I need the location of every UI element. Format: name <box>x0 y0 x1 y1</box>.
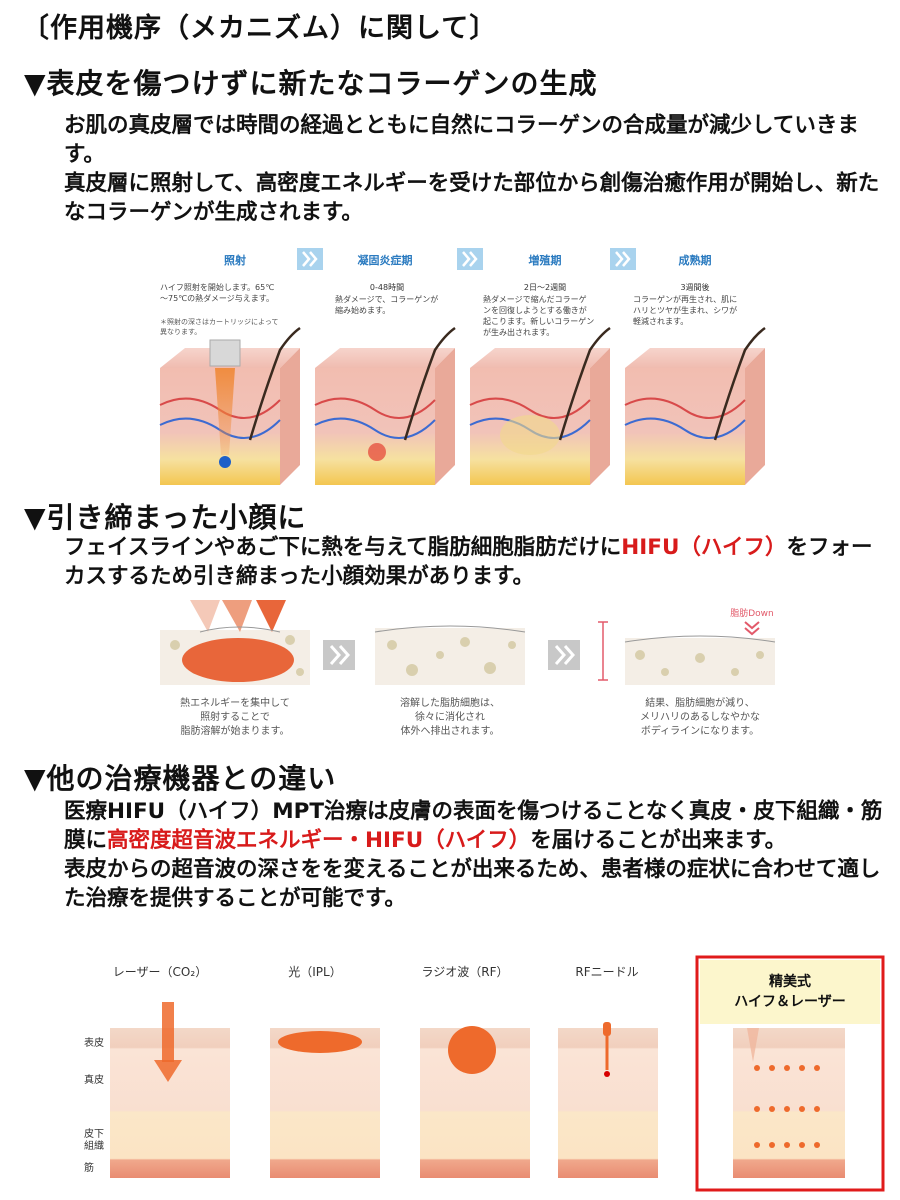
section2-para-b: をフォーカスするため引き締まった小顔効果があります。 <box>64 535 873 589</box>
stage1-note: 異なります。 <box>160 328 201 336</box>
measure-bar <box>598 621 608 681</box>
col-title-ipl: 光（IPL） <box>288 965 341 979</box>
stage4-desc: ハリとツヤが生まれ、シワが <box>633 305 737 315</box>
skin-column-rf <box>420 1026 530 1178</box>
fat-caption-1: 脂肪溶解が始まります。 <box>181 724 290 737</box>
section3-text: 医療HIFU（ハイフ）MPT治療は皮膚の表面を傷つけることなく真皮・皮下組織・筋… <box>64 797 884 913</box>
stage3-time: 2日〜2週間 <box>524 283 566 292</box>
stage2-desc: 縮み始めます。 <box>335 305 390 315</box>
skin-block-irradiation <box>159 326 301 485</box>
skin-block-inflammation <box>314 326 456 485</box>
fat-down-badge: 脂肪Down <box>730 607 774 619</box>
collagen-stage-diagram: 照射 凝固炎症期 増殖期 成熟期 ハイフ照射を開始します。65℃ 〜75℃の熱ダ… <box>159 248 766 485</box>
chevron-right-icon <box>610 248 636 270</box>
fat-caption-3: ボディラインになります。 <box>641 724 759 737</box>
fat-caption-2: 溶解した脂肪細胞は、 <box>400 696 500 709</box>
featured-title-1: 精美式 <box>769 973 811 990</box>
stage3-desc: 起こります。新しいコラーゲン <box>483 316 594 326</box>
section1-para2: 真皮層に照射して、高密度エネルギーを受けた部位から創傷治癒作用が開始し、新たなコ… <box>64 171 880 225</box>
section2-para-a: フェイスラインやあご下に熱を与えて脂肪細胞脂肪だけに <box>64 535 622 560</box>
section1-para1: お肌の真皮層では時間の経過とともに自然にコラーゲンの合成量が減少していきます。 <box>64 113 859 167</box>
skin-column-laser <box>110 1002 230 1178</box>
section2-para-red: HIFU（ハイフ） <box>621 535 787 560</box>
stage-label-1: 照射 <box>224 253 246 267</box>
stage-label-4: 成熟期 <box>679 253 712 267</box>
stage4-time: 3週間後 <box>680 282 709 292</box>
fat-panel-heating <box>160 600 310 685</box>
section3-p2: 表皮からの超音波の深さをを変えることが出来るため、患者様の症状に合わせて適した治… <box>64 857 881 911</box>
stage1-desc: 〜75℃の熱ダメージ与えます。 <box>160 293 274 303</box>
fat-caption-3: メリハリのあるしなやかな <box>640 711 760 723</box>
stage4-desc: コラーゲンが再生され、肌に <box>633 294 737 304</box>
layer-label-subcut: 皮下 <box>84 1127 104 1140</box>
chevron-right-icon <box>457 248 483 270</box>
featured-title-2: ハイフ＆レーザー <box>734 994 845 1010</box>
section3-p1-red: 高密度超音波エネルギー・HIFU（ハイフ） <box>107 828 531 853</box>
skin-column-ipl <box>270 1028 380 1178</box>
fat-caption-2: 体外へ排出されます。 <box>401 724 500 737</box>
fat-reduction-diagram: 脂肪Down 熱エネルギーを集中して 照射することで 脂肪溶解が始まります。 溶… <box>160 600 776 737</box>
skin-column-rf-needle <box>558 1022 658 1178</box>
chevron-right-icon <box>548 640 580 670</box>
layer-label-dermis: 真皮 <box>84 1073 104 1086</box>
col-title-laser: レーザー（CO₂） <box>113 965 207 979</box>
skin-block-maturation <box>624 326 766 485</box>
page-title: 〔作用機序（メカニズム）に関して〕 <box>22 13 498 44</box>
section1-heading: ▼表皮を傷つけずに新たなコラーゲンの生成 <box>24 67 598 100</box>
stage-label-3: 増殖期 <box>529 253 562 267</box>
col-title-rf: ラジオ波（RF） <box>421 965 508 979</box>
section3-p1-a: 医療HIFU（ハイフ）MPT治療は皮膚の表面を傷つけることなく真皮・皮下組織・筋… <box>64 799 883 853</box>
fat-panel-result <box>624 635 776 685</box>
section3-heading: ▼他の治療機器との違い <box>24 762 337 795</box>
fat-caption-2: 徐々に消化され <box>415 710 485 723</box>
chevrons-down-icon <box>744 621 760 636</box>
device-comparison-diagram: 表皮 真皮 皮下 組織 筋 レーザー（CO₂） 光（IPL） ラジオ波（RF） … <box>84 955 885 1192</box>
stage3-desc: ンを回復しようとする働きが <box>483 305 587 315</box>
featured-column: 精美式 ハイフ＆レーザー <box>695 955 885 1192</box>
section2-heading: ▼引き締まった小顔に <box>24 501 307 534</box>
chevron-right-icon <box>297 248 323 270</box>
section3-p1-b: を届けることが出来ます。 <box>530 828 787 853</box>
fat-caption-1: 熱エネルギーを集中して <box>180 696 290 709</box>
stage1-note: ＊照射の深さはカートリッジによって <box>160 317 278 326</box>
fat-caption-3: 結果、脂肪細胞が減り、 <box>645 696 755 709</box>
stage3-desc: が生み出されます。 <box>483 327 554 337</box>
fat-panel-dissolving <box>374 625 526 685</box>
fat-caption-1: 照射することで <box>200 711 270 723</box>
stage2-desc: 熱ダメージで、コラーゲンが <box>335 294 438 304</box>
stage4-desc: 軽減されます。 <box>633 316 688 326</box>
section2-text: フェイスラインやあご下に熱を与えて脂肪細胞脂肪だけにHIFU（ハイフ）をフォーカ… <box>64 533 884 591</box>
stage3-desc: 熱ダメージで縮んだコラーゲ <box>483 294 587 304</box>
chevron-right-icon <box>323 640 355 670</box>
layer-label-epidermis: 表皮 <box>84 1036 104 1049</box>
layer-label-muscle: 筋 <box>84 1161 94 1174</box>
stage2-time: 0-48時間 <box>370 283 404 292</box>
col-title-rf-needle: RFニードル <box>575 965 638 979</box>
stage1-desc: ハイフ照射を開始します。65℃ <box>160 282 274 292</box>
skin-block-proliferation <box>469 326 611 485</box>
layer-label-subcut: 組織 <box>84 1139 104 1152</box>
stage-label-2: 凝固炎症期 <box>358 253 413 267</box>
section1-text: お肌の真皮層では時間の経過とともに自然にコラーゲンの合成量が減少していきます。 … <box>64 111 884 227</box>
